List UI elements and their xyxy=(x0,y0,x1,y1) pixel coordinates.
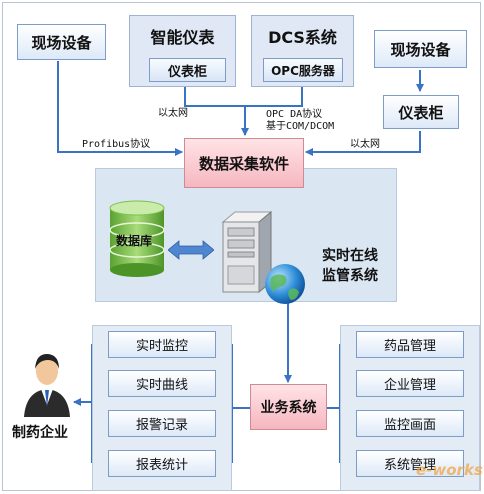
module-alarm-record: 报警记录 xyxy=(108,410,216,437)
ethernet-label-left: 以太网 xyxy=(158,108,188,119)
module-report-statistics: 报表统计 xyxy=(108,450,216,477)
instrument-cabinet-right: 仪表柜 xyxy=(383,95,459,129)
module-system-management: 系统管理 xyxy=(356,450,464,477)
monitor-system-title-2: 监管系统 xyxy=(322,268,378,284)
smart-instrument-title: 智能仪表 xyxy=(150,28,215,47)
opc-server-box: OPC服务器 xyxy=(263,58,343,82)
person-icon xyxy=(24,353,70,417)
module-drug-management: 药品管理 xyxy=(356,331,464,358)
com-dcom-label: 基于COM/DCOM xyxy=(266,121,335,132)
server-icon xyxy=(221,210,273,294)
field-device-right: 现场设备 xyxy=(374,30,467,68)
database-label: 数据库 xyxy=(116,234,153,248)
business-system: 业务系统 xyxy=(250,384,327,430)
module-realtime-monitor: 实时监控 xyxy=(108,331,216,358)
field-device-left: 现场设备 xyxy=(17,24,106,60)
enterprise-label: 制药企业 xyxy=(12,425,68,441)
module-monitor-screen: 监控画面 xyxy=(356,410,464,437)
data-acquisition-software: 数据采集软件 xyxy=(184,138,304,188)
monitor-system-title-1: 实时在线 xyxy=(322,248,378,264)
dcs-system-title: DCS系统 xyxy=(268,28,337,47)
diagram-frame xyxy=(2,2,481,491)
profibus-label: Profibus协议 xyxy=(82,139,151,150)
database-icon xyxy=(109,200,165,277)
sync-arrow-icon xyxy=(168,240,214,260)
opc-protocol-label: OPC DA协议 xyxy=(266,109,323,120)
globe-icon xyxy=(265,264,305,304)
module-enterprise-management: 企业管理 xyxy=(356,370,464,397)
ethernet-label-right: 以太网 xyxy=(350,139,380,150)
watermark-logo: e-works xyxy=(416,461,483,479)
smart-instrument-cabinet: 仪表柜 xyxy=(149,58,226,82)
module-realtime-curve: 实时曲线 xyxy=(108,370,216,397)
